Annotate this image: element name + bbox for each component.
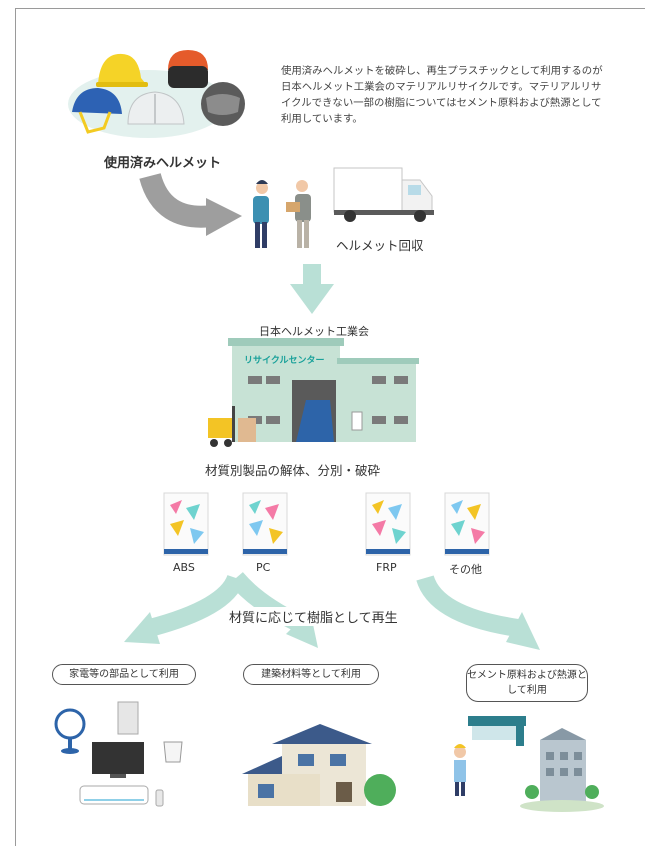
use-appliances-pill: 家電等の部品として利用: [52, 664, 196, 685]
helmets-illustration: [68, 50, 245, 138]
processing-label: 材質別製品の解体、分別・破砕: [205, 463, 381, 478]
material-label-other: その他: [449, 563, 482, 576]
material-bag-pc: [242, 492, 288, 556]
material-bag-abs: [163, 492, 209, 556]
material-label-pc: PC: [256, 561, 271, 574]
material-label-abs: ABS: [173, 561, 195, 574]
material-bag-frp: [365, 492, 411, 556]
workers-illustration: [253, 180, 311, 248]
material-label-frp: FRP: [376, 561, 397, 574]
truck-illustration: [333, 167, 434, 222]
use-building-pill: 建築材料等として利用: [243, 664, 379, 685]
frame-border-top: [15, 8, 645, 9]
distribution-arrows: [124, 572, 540, 650]
cement-plant-illustration: [454, 716, 604, 812]
frame-border-left: [15, 8, 16, 846]
gray-curved-arrow: [139, 172, 242, 236]
used-helmets-label: 使用済みヘルメット: [104, 156, 222, 171]
use-cement-pill: セメント原料および熱源として利用: [466, 664, 588, 702]
recycling-center-building: [208, 338, 419, 447]
down-arrow: [290, 264, 334, 314]
recycling-center-sign: リサイクルセンター: [244, 356, 325, 366]
appliances-illustration: [54, 701, 183, 807]
house-illustration: [242, 724, 396, 806]
regeneration-label: 材質に応じて樹脂として再生: [225, 607, 402, 626]
material-bags: [163, 492, 490, 556]
helmet-collection-label: ヘルメット回収: [336, 238, 424, 253]
intro-description: 使用済みヘルメットを破砕し、再生プラスチックとして利用するのが日本ヘルメット工業…: [281, 65, 603, 125]
association-label: 日本ヘルメット工業会: [259, 325, 369, 338]
material-bag-other: [444, 492, 490, 556]
